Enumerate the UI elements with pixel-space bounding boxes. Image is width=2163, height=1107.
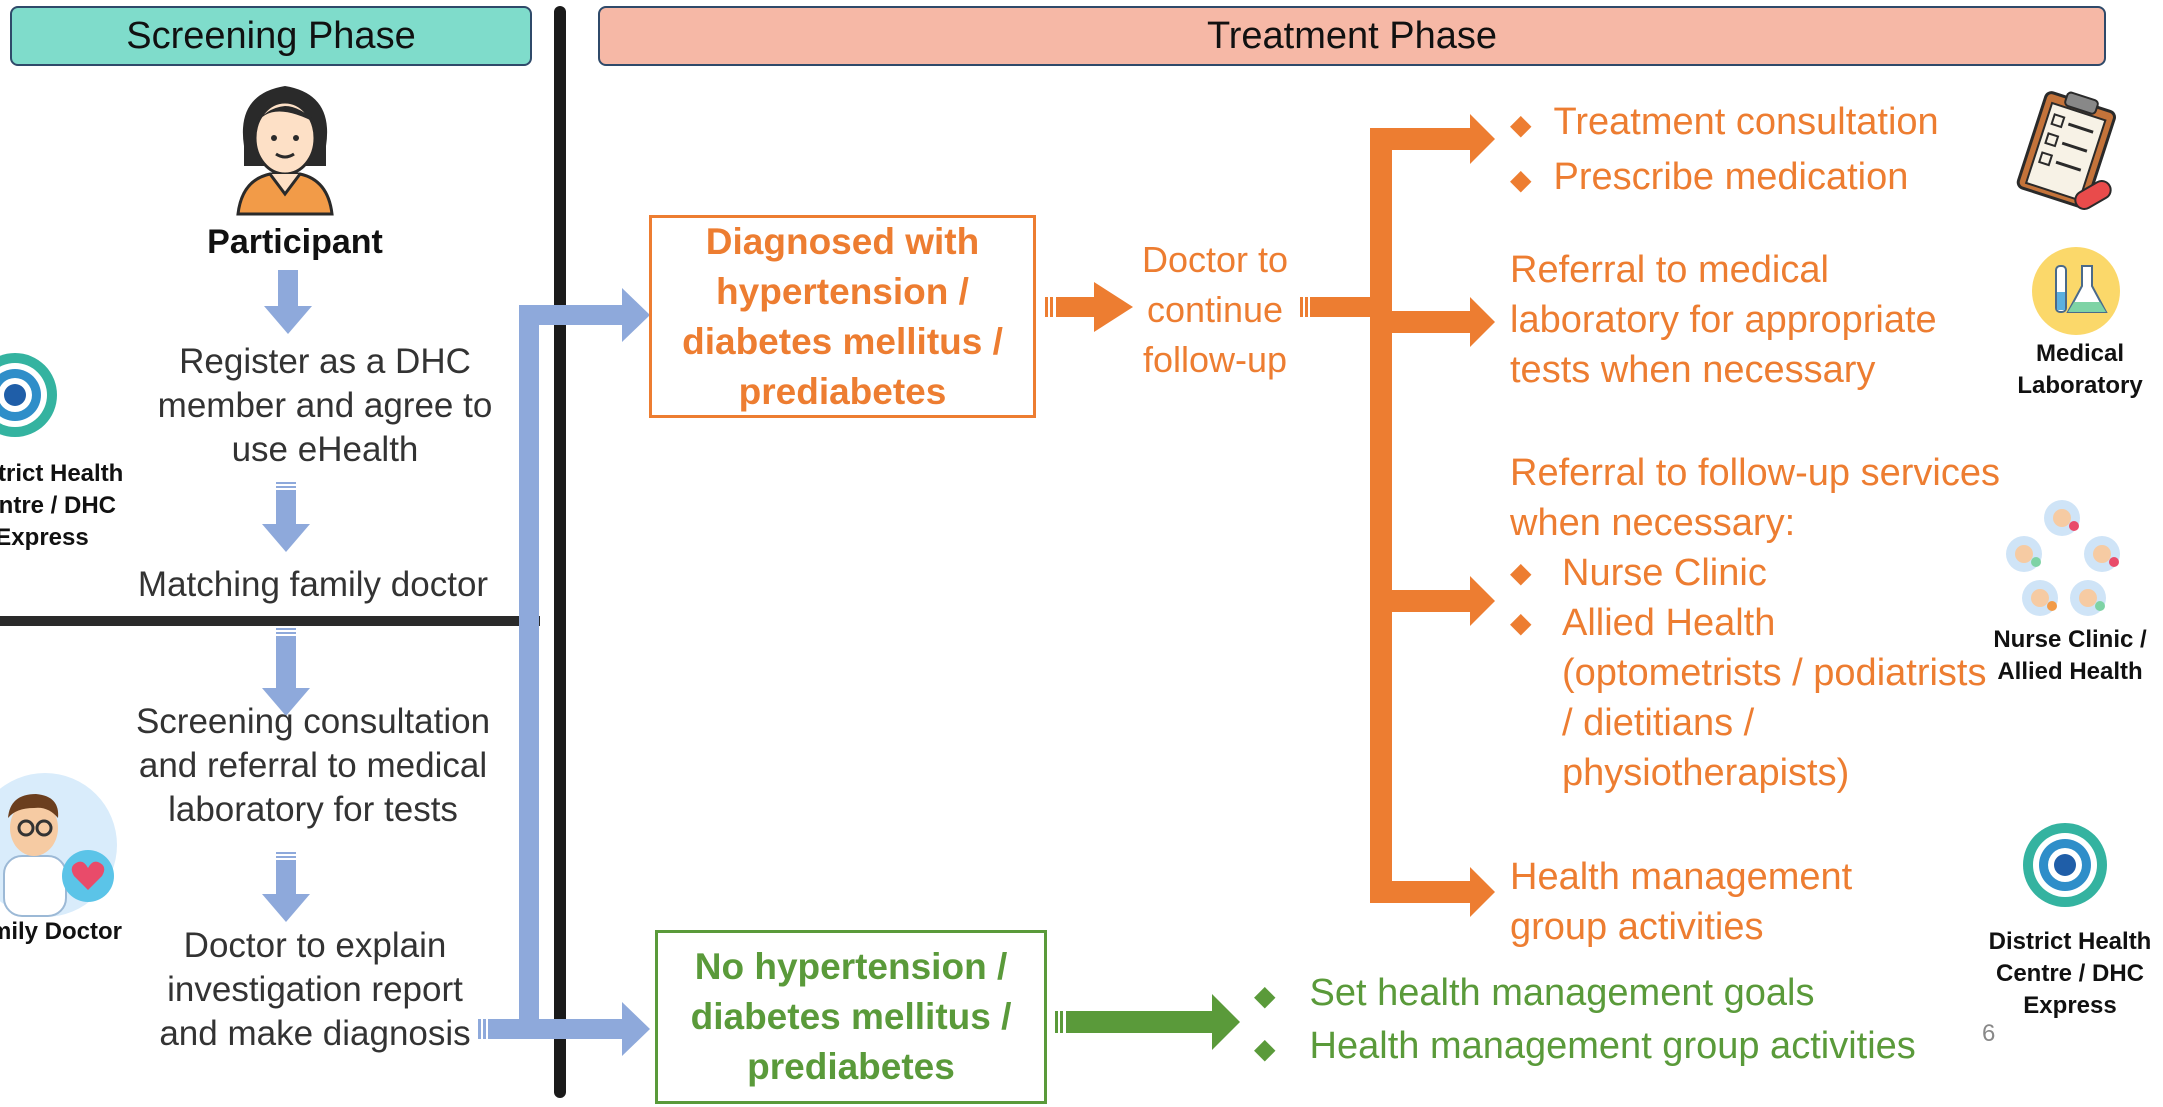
dhc-logo-icon bbox=[0, 353, 57, 437]
orange-arrows bbox=[1045, 114, 1495, 917]
followup-item: ◆Nurse Clinic bbox=[1510, 552, 1767, 594]
screening-step-consultation: Screening consultation and referral to m… bbox=[135, 702, 491, 829]
right-dhc-logo-icon bbox=[2023, 823, 2107, 907]
screening-step-matching: Matching family doctor bbox=[137, 565, 489, 604]
doctor-icon bbox=[0, 773, 117, 917]
right-nurse-label: Nurse Clinic / Allied Health bbox=[1993, 626, 2147, 685]
treatment-phase-title: Treatment Phase bbox=[1206, 14, 1498, 57]
treatment-item: ◆Prescribe medication bbox=[1510, 156, 1909, 198]
care-team-icon bbox=[2006, 500, 2120, 616]
left-dhc-label: District Health Centre / DHC Express bbox=[0, 460, 124, 551]
screening-phase-title: Screening Phase bbox=[126, 14, 416, 57]
lab-flask-icon bbox=[2032, 247, 2120, 335]
participant-icon bbox=[236, 86, 334, 216]
page-number: 6 bbox=[1982, 1020, 1996, 1047]
no-diagnosis-items: ◆Set health management goals ◆Health man… bbox=[1254, 968, 1916, 1074]
treatment-item: ◆Treatment consultation bbox=[1510, 101, 1939, 143]
screening-step-register: Register as a DHC member and agree to us… bbox=[157, 342, 493, 469]
followup-referral-block: Referral to follow-up services when nece… bbox=[1510, 448, 2000, 798]
right-lab-label: Medical Laboratory bbox=[2017, 340, 2143, 399]
green-arrow bbox=[1055, 994, 1240, 1050]
followup-referral-text: Referral to follow-up services when nece… bbox=[1510, 452, 2000, 544]
participant-label: Participant bbox=[207, 223, 383, 261]
right-dhc-label: District Health Centre / DHC Express bbox=[1988, 928, 2152, 1019]
treatment-phase-header: Treatment Phase bbox=[598, 6, 2106, 66]
treatment-items-list: ◆Treatment consultation ◆Prescribe medic… bbox=[1510, 96, 1939, 206]
lab-referral-text: Referral to medical laboratory for appro… bbox=[1510, 249, 1937, 391]
diagnosis-branch-arrows bbox=[478, 288, 650, 1056]
health-management-text: Health management group activities bbox=[1510, 856, 1853, 948]
clipboard-icon bbox=[2016, 91, 2116, 210]
followup-item: ◆Allied Health (optometrists / podiatris… bbox=[1510, 602, 1987, 794]
screening-step-diagnosis: Doctor to explain investigation report a… bbox=[159, 926, 471, 1053]
no-diagnosis-item: ◆Health management group activities bbox=[1254, 1025, 1916, 1067]
no-diagnosis-item: ◆Set health management goals bbox=[1254, 972, 1815, 1014]
no-diagnosis-box: No hypertension / diabetes mellitus / pr… bbox=[655, 930, 1047, 1104]
doctor-followup-text: Doctor to continue follow-up bbox=[1141, 239, 1289, 380]
screening-down-arrows bbox=[262, 270, 312, 922]
screening-phase-header: Screening Phase bbox=[10, 6, 532, 66]
diagnosed-box: Diagnosed with hypertension / diabetes m… bbox=[649, 215, 1036, 418]
left-doctor-label: Family Doctor bbox=[0, 918, 123, 945]
